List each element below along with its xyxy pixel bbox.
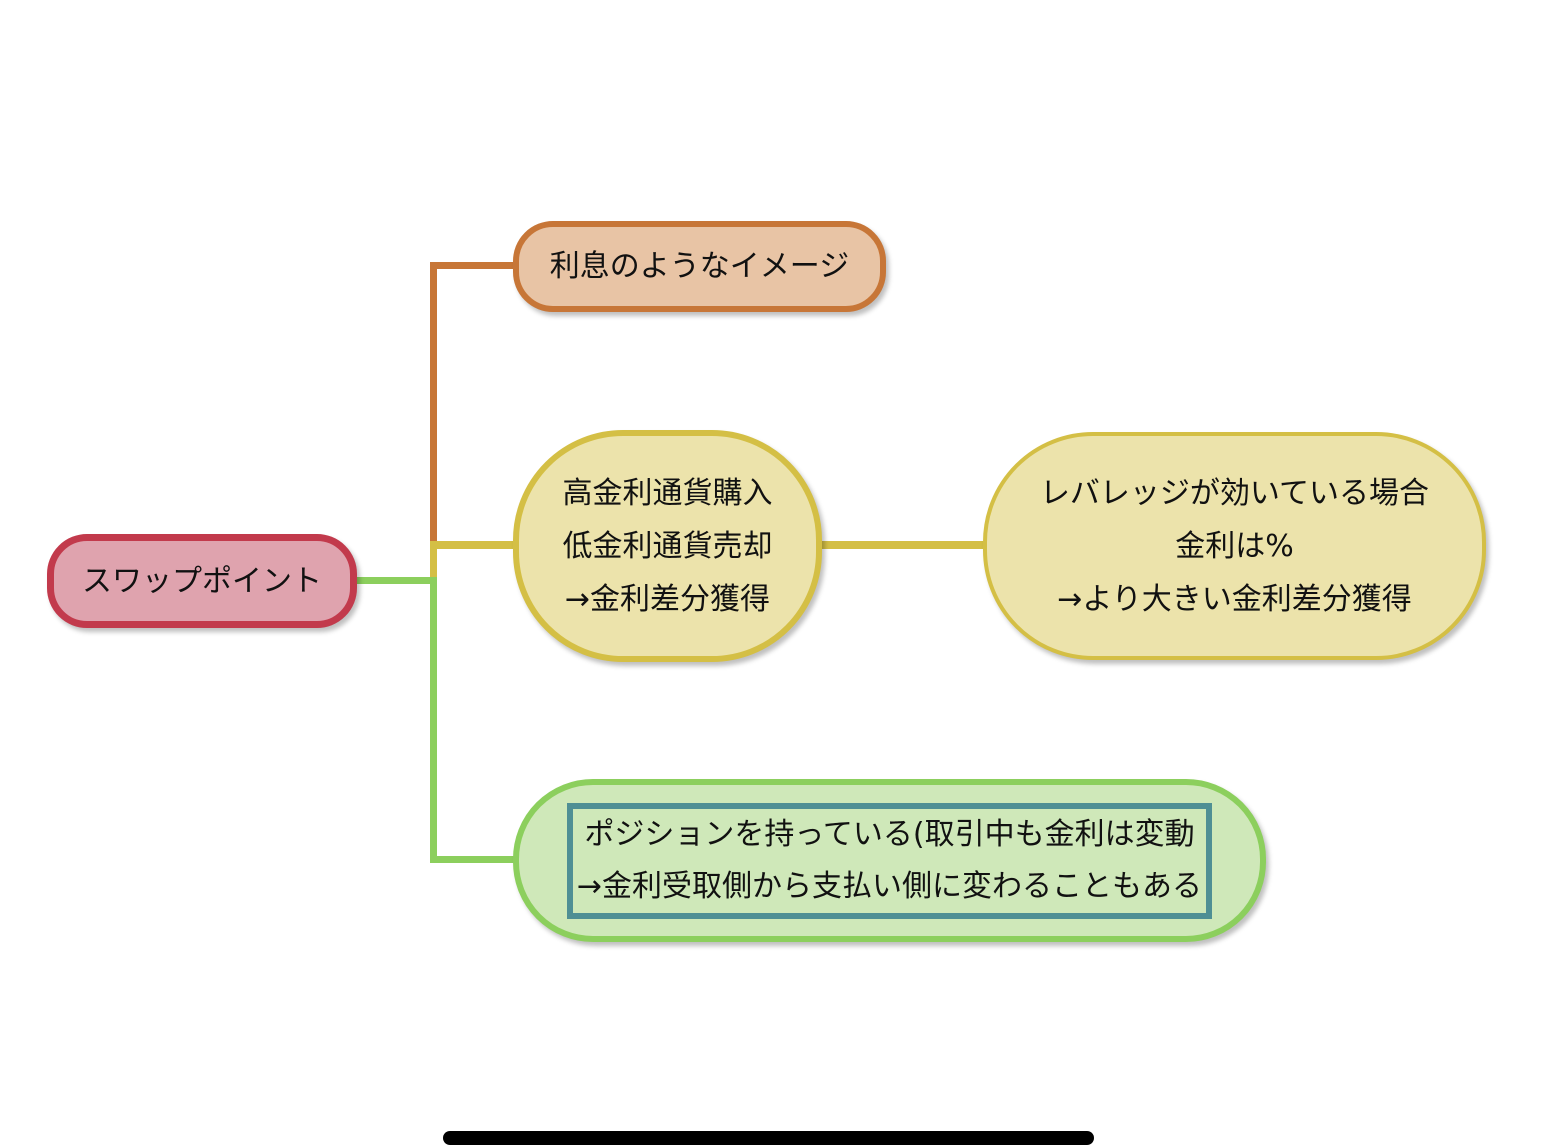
branch-line: 高金利通貨購入	[562, 475, 773, 511]
child-node-leverage[interactable]: レバレッジが効いている場合 金利は% →より大きい金利差分獲得	[983, 432, 1486, 660]
connector-orange-vertical	[430, 262, 437, 547]
home-indicator[interactable]	[443, 1131, 1094, 1145]
branch-line: ポジションを持っている(取引中も金利は変動	[584, 816, 1195, 852]
root-node[interactable]: スワップポイント	[47, 534, 357, 628]
connector-green-root	[355, 577, 437, 584]
child-line: 金利は%	[1175, 528, 1294, 564]
child-line: →より大きい金利差分獲得	[1057, 581, 1412, 617]
branch-line: →金利差分獲得	[564, 581, 771, 617]
branch-node-rate-difference[interactable]: 高金利通貨購入 低金利通貨売却 →金利差分獲得	[513, 430, 822, 662]
connector-green-vertical	[430, 577, 437, 863]
connector-yellow-child	[820, 541, 985, 549]
connector-green-horizontal	[430, 856, 515, 863]
branch-node-position[interactable]: ポジションを持っている(取引中も金利は変動 →金利受取側から支払い側に変わること…	[513, 779, 1266, 942]
branch-label: 利息のようなイメージ	[549, 249, 850, 284]
branch-node-interest[interactable]: 利息のようなイメージ	[513, 221, 886, 312]
branch-line: →金利受取側から支払い側に変わることもある	[576, 868, 1203, 904]
connector-orange-horizontal	[430, 262, 515, 269]
branch-line: 低金利通貨売却	[562, 528, 773, 564]
connector-yellow-vertical	[430, 541, 437, 581]
root-label: スワップポイント	[82, 563, 322, 599]
connector-yellow-horizontal	[430, 541, 515, 549]
highlight-box: ポジションを持っている(取引中も金利は変動 →金利受取側から支払い側に変わること…	[566, 802, 1213, 919]
child-line: レバレッジが効いている場合	[1039, 475, 1430, 511]
